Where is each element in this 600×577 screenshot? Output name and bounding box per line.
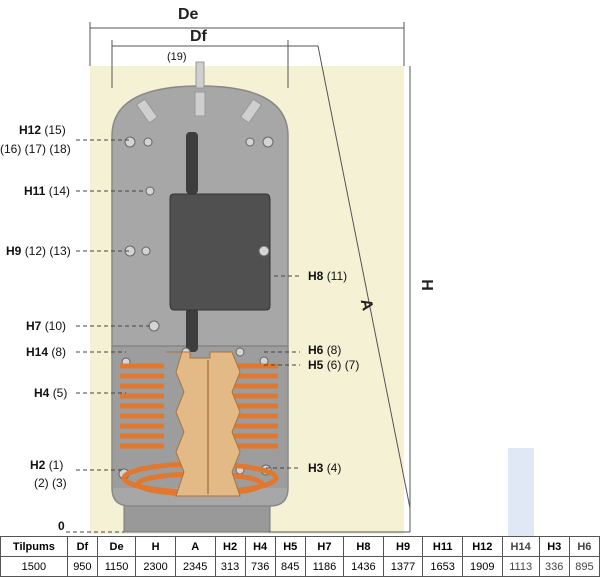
table-cell: 845: [274, 556, 306, 577]
table-cell: 1113: [501, 556, 540, 577]
table-header-cell: A: [174, 536, 216, 557]
table-cell: 895: [568, 556, 600, 577]
dome-sockets: [135, 61, 263, 124]
label-h11: H11 (14): [24, 184, 71, 198]
table-cell: 950: [66, 556, 98, 577]
table-header-cell: H3: [538, 536, 570, 557]
spec-table: Tilpums Df De H A H2 H4 H5 H7 H8 H9 H11 …: [0, 536, 600, 577]
table-cell: 1377: [382, 556, 424, 577]
dimension-lines: [89, 22, 411, 533]
label-h12-sub: (16) (17) (18): [0, 142, 71, 156]
table-header-cell: H14: [501, 536, 540, 557]
table-header-cell: H: [135, 536, 176, 557]
table-header-cell: H5: [274, 536, 306, 557]
dim-df-label: Df: [190, 28, 207, 45]
dim-de-label: De: [178, 6, 199, 23]
table-header-cell: H7: [304, 536, 345, 557]
tank-drawing: [66, 22, 534, 536]
table-cell: 736: [244, 556, 276, 577]
table-header-cell: De: [96, 536, 137, 557]
table-cell: 1653: [422, 556, 463, 577]
top-port-label: (19): [167, 51, 187, 63]
label-h4: H4 (5): [34, 386, 68, 400]
table-cell: 2345: [174, 556, 216, 577]
table-header-cell: H2: [214, 536, 246, 557]
table-header-cell: H9: [382, 536, 424, 557]
label-h2-sub: (2) (3): [34, 476, 67, 490]
label-h2: H2 (1): [30, 458, 64, 472]
table-cell: 1500: [0, 556, 68, 577]
heater-insert: [169, 193, 271, 311]
central-core: [166, 351, 241, 497]
zero-label: 0: [58, 519, 65, 533]
table-cell: 2300: [135, 556, 176, 577]
label-h3: H3 (4): [308, 461, 342, 475]
table-cell: 1436: [343, 556, 384, 577]
table-header-cell: H8: [343, 536, 384, 557]
label-h12: H12 (15): [19, 123, 66, 137]
label-h7: H7 (10): [26, 319, 67, 333]
leader-lines: [66, 139, 300, 533]
table-header-cell: H4: [244, 536, 276, 557]
table-cell: 1909: [461, 556, 503, 577]
table-header-cell: Tilpums: [0, 536, 68, 557]
dim-h-label: H: [417, 279, 435, 291]
table-header-cell: Df: [66, 536, 98, 557]
table-header-cell: H6: [568, 536, 600, 557]
watermark-strip: [508, 448, 534, 536]
central-pipe: [186, 132, 198, 194]
table-cell: 336: [538, 556, 570, 577]
table-header-cell: H12: [461, 536, 503, 557]
table-cell: 313: [214, 556, 246, 577]
label-h9: H9 (12) (13): [6, 244, 71, 258]
table-row: 1500 950 1150 2300 2345 313 736 845 1186…: [0, 556, 600, 577]
table-header-row: Tilpums Df De H A H2 H4 H5 H7 H8 H9 H11 …: [0, 536, 600, 557]
label-h14: H14 (8): [26, 345, 67, 359]
table-cell: 1150: [96, 556, 137, 577]
label-h5: H5 (6) (7): [308, 358, 360, 372]
table-header-cell: H11: [422, 536, 463, 557]
table-cell: 1186: [304, 556, 345, 577]
label-h6: H6 (8): [308, 343, 342, 357]
label-h8: H8 (11): [308, 269, 348, 283]
